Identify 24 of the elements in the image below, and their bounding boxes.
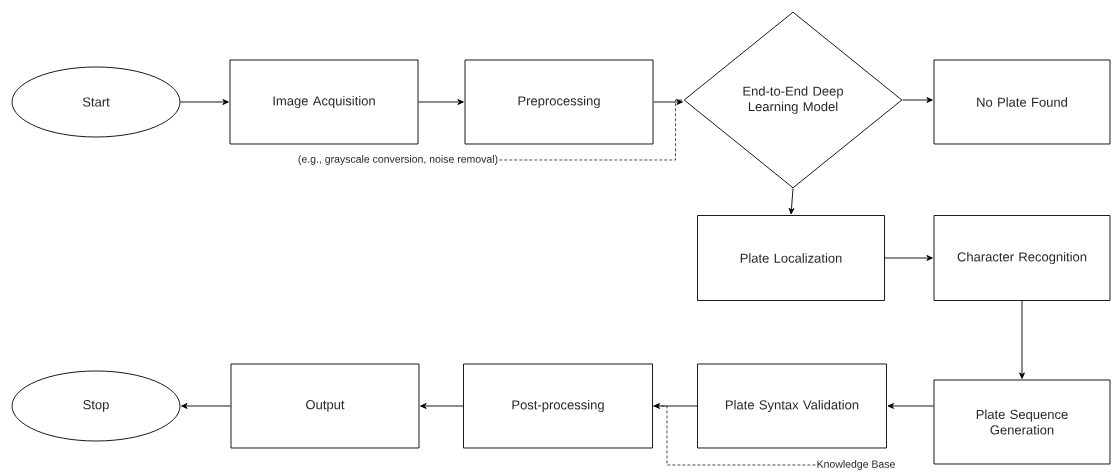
arrow [181, 403, 231, 409]
arrow [887, 403, 934, 409]
process-box: Output [230, 363, 420, 449]
arrow [420, 403, 464, 409]
leader-line [652, 405, 816, 466]
arrow [653, 403, 698, 409]
note-text: (e.g., grayscale conversion, noise removal) [298, 155, 498, 165]
arrow [653, 99, 683, 105]
arrow [788, 188, 795, 215]
arrow [902, 97, 933, 103]
note-text: Knowledge Base [817, 460, 895, 470]
arrow [1019, 300, 1025, 379]
process-box: Post-processing [463, 363, 653, 449]
process-box: No Plate Found [933, 59, 1111, 145]
process-box: Plate Sequence Generation [933, 379, 1111, 465]
arrow [418, 99, 464, 105]
process-box: Image Acquisition [229, 59, 419, 145]
arrow [180, 99, 229, 105]
leader-line [498, 99, 684, 161]
arrow [884, 255, 933, 261]
process-box: Plate Syntax Validation [697, 363, 887, 449]
process-box: Character Recognition [933, 215, 1111, 301]
process-box: Preprocessing [464, 59, 654, 145]
process-box: Plate Localization [697, 215, 885, 301]
